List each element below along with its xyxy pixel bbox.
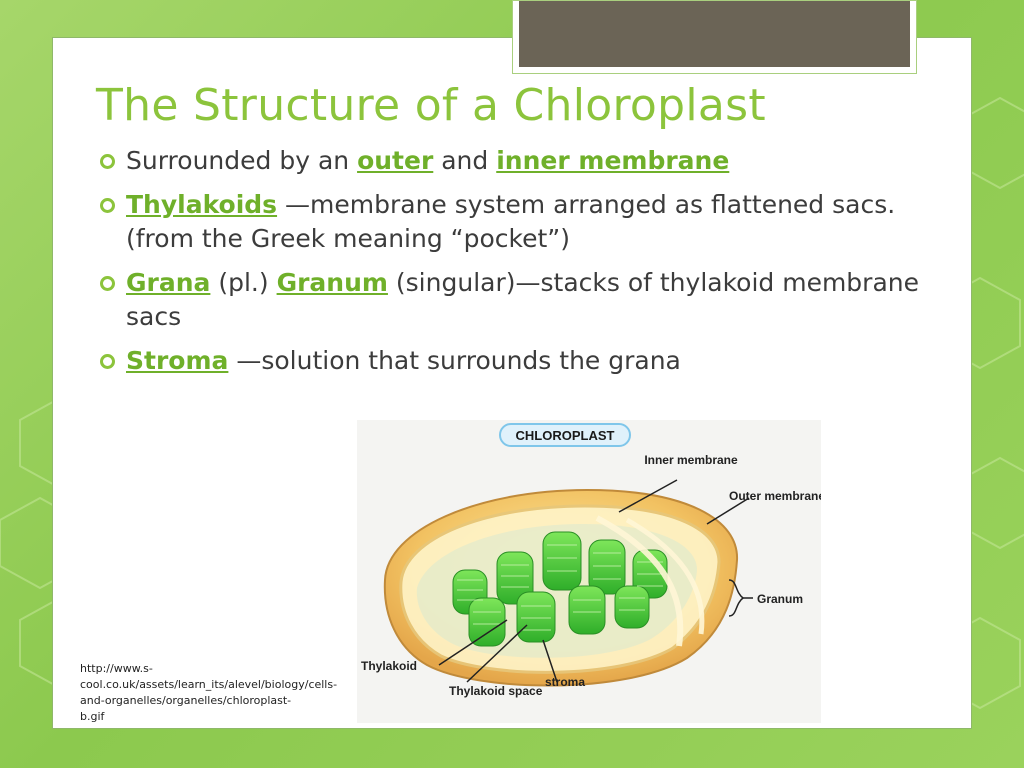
bullet-ring-icon [100,198,115,213]
label-granum: Granum [757,592,803,606]
bullet-ring-icon [100,154,115,169]
term-thylakoids: Thylakoids [126,190,278,219]
diagram-title-pill [499,423,631,447]
bullet-membranes: Surrounded by an outer and inner membran… [100,144,920,178]
cutaway-band [595,515,684,647]
bullet-ring-icon [100,276,115,291]
bullet-thylakoids: Thylakoids —membrane system arranged as … [100,188,920,256]
bullet-grana: Grana (pl.) Granum (singular)—stacks of … [100,266,920,334]
term-grana: Grana [126,268,211,297]
label-stroma: stroma [545,675,585,689]
term-granum: Granum [276,268,388,297]
cutaway-band [625,517,705,635]
bullet-text: Surrounded by an [126,146,350,175]
bullet-ring-icon [100,354,115,369]
bullet-text: —solution that surrounds the grana [236,346,681,375]
bullet-text: (pl.) [218,268,269,297]
term-inner-membrane: inner membrane [496,146,730,175]
label-thylakoid-space: Thylakoid space [449,684,543,698]
label-thylakoid: Thylakoid [361,659,417,673]
slide-title: The Structure of a Chloroplast [96,80,766,131]
diagram-title: CHLOROPLAST [516,428,615,443]
tab-fill [519,1,910,67]
label-outer-membrane: Outer membrane [729,489,821,503]
label-inner-membrane: Inner membrane [644,453,738,467]
source-url-caption: http://www.s-cool.co.uk/assets/learn_its… [80,662,338,723]
bullet-text: and [441,146,489,175]
term-outer: outer [357,146,434,175]
label-pointers [438,479,753,683]
bullet-text: (singular)—stacks of thylakoid membrane … [126,268,920,331]
term-stroma: Stroma [126,346,229,375]
bullet-stroma: Stroma —solution that surrounds the gran… [100,344,920,378]
bullet-list: Surrounded by an outer and inner membran… [100,144,920,388]
bullet-text: —membrane system arranged as flattened s… [126,190,896,253]
chloroplast-diagram: CHLOROPLAST [357,420,825,723]
grana-stacks [452,531,668,647]
slide-tab-decoration [512,0,917,74]
chloroplast-illustration: CHLOROPLAST [361,423,825,698]
